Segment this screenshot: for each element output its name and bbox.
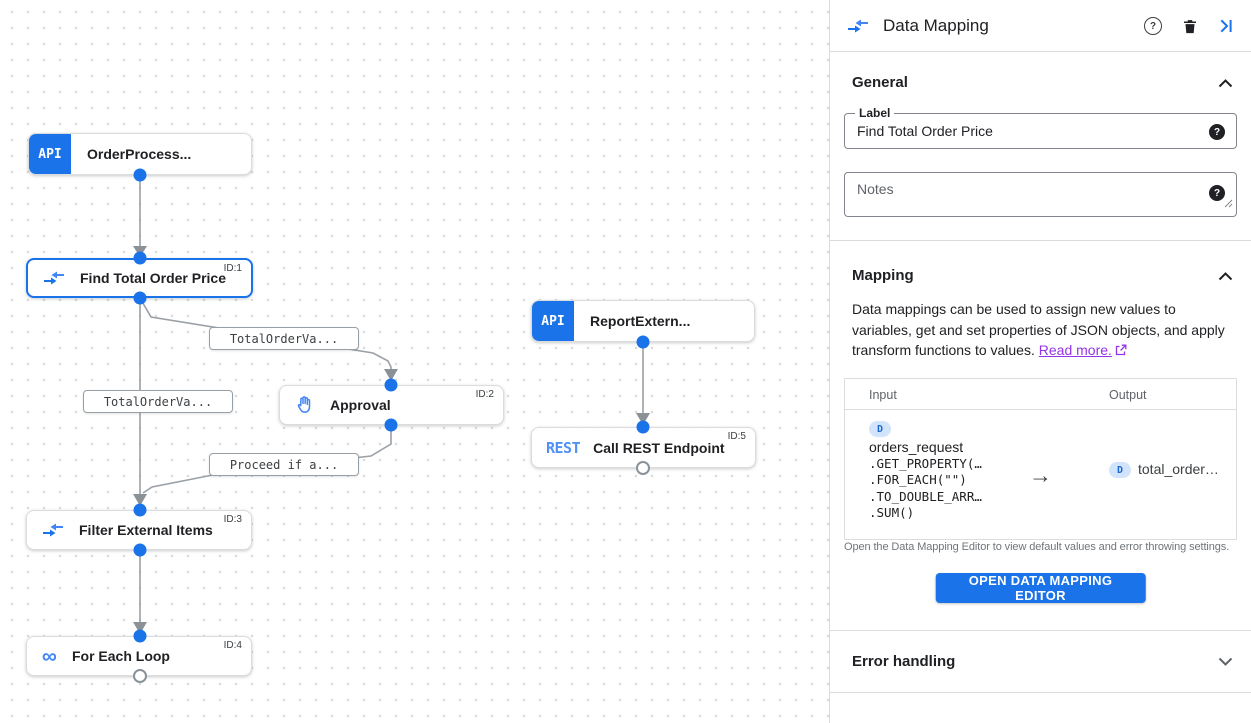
node-label: Approval: [330, 397, 391, 413]
connection-point-open[interactable]: [636, 461, 650, 475]
flow-canvas[interactable]: TotalOrderVa... TotalOrderVa... Proceed …: [0, 0, 829, 723]
node-order-process-trigger[interactable]: API OrderProcess...: [28, 133, 252, 175]
section-title-error-handling[interactable]: Error handling: [852, 653, 956, 670]
node-filter-external-items[interactable]: Filter External Items ID:3: [26, 510, 252, 550]
connection-point-open[interactable]: [133, 669, 147, 683]
node-report-extern-trigger[interactable]: API ReportExtern...: [531, 300, 755, 342]
connection-point[interactable]: [133, 543, 147, 557]
data-mapping-icon: [43, 270, 65, 286]
notes-textarea[interactable]: [845, 173, 1236, 216]
help-icon[interactable]: ?: [1209, 185, 1225, 201]
help-icon[interactable]: ?: [1144, 17, 1162, 35]
data-mapping-icon: [847, 18, 869, 34]
connection-point[interactable]: [133, 168, 147, 182]
connection-point[interactable]: [133, 291, 147, 305]
connection-point[interactable]: [636, 335, 650, 349]
section-divider: [830, 630, 1251, 631]
hand-approval-icon: [295, 395, 315, 415]
mapping-summary-table: Input Output D orders_request .GET_PROPE…: [844, 378, 1237, 540]
node-approval[interactable]: Approval ID:2: [279, 385, 504, 425]
api-trigger-icon: API: [29, 134, 71, 174]
section-divider: [830, 692, 1251, 693]
help-icon[interactable]: ?: [1209, 124, 1225, 140]
node-label: For Each Loop: [71, 648, 170, 664]
node-id-badge: ID:2: [475, 389, 494, 400]
node-label: Find Total Order Price: [80, 270, 226, 286]
api-trigger-icon: API: [532, 301, 574, 341]
mapping-description-text: Data mappings can be used to assign new …: [852, 301, 1225, 358]
node-id-badge: ID:3: [223, 514, 242, 525]
panel-title: Data Mapping: [883, 15, 989, 35]
connection-point[interactable]: [636, 420, 650, 434]
node-id-badge: ID:1: [223, 263, 242, 274]
output-variable-name: total_order…: [1138, 461, 1219, 477]
delete-icon[interactable]: [1181, 17, 1199, 36]
external-link-icon: [1115, 341, 1127, 362]
node-label: Call REST Endpoint: [593, 439, 725, 456]
connection-point[interactable]: [133, 503, 147, 517]
input-column-header: Input: [869, 388, 897, 402]
notes-field-wrapper: ?: [844, 172, 1237, 217]
input-transform-functions: .GET_PROPERTY(… .FOR_EACH("") .TO_DOUBLE…: [869, 456, 982, 520]
panel-header: Data Mapping ?: [830, 0, 1251, 52]
resize-handle-icon[interactable]: [1224, 195, 1233, 213]
connection-point[interactable]: [133, 251, 147, 265]
chevron-up-icon[interactable]: [1218, 272, 1233, 281]
label-input[interactable]: [845, 114, 1236, 148]
mapping-arrow-icon: →: [1029, 462, 1052, 488]
read-more-link[interactable]: Read more.: [1038, 342, 1112, 358]
data-mapping-icon: [42, 522, 64, 538]
label-field-wrapper: Label ?: [844, 106, 1237, 149]
node-id-badge: ID:5: [727, 431, 746, 442]
edge-label-total-order-2[interactable]: TotalOrderVa...: [83, 390, 233, 413]
mapping-description: Data mappings can be used to assign new …: [852, 299, 1234, 362]
data-type-badge: D: [1109, 462, 1131, 478]
node-label: Filter External Items: [79, 522, 213, 538]
data-type-badge: D: [869, 421, 891, 437]
edge-label-total-order-1[interactable]: TotalOrderVa...: [209, 327, 359, 350]
loop-infinity-icon: ∞: [42, 644, 57, 668]
section-title-mapping[interactable]: Mapping: [852, 267, 914, 284]
edge-label-proceed-if[interactable]: Proceed if a...: [209, 453, 359, 476]
node-find-total-order-price[interactable]: Find Total Order Price ID:1: [26, 258, 253, 298]
chevron-down-icon[interactable]: [1218, 657, 1233, 666]
connection-point[interactable]: [384, 378, 398, 392]
connection-point[interactable]: [133, 629, 147, 643]
section-divider: [830, 240, 1251, 241]
chevron-up-icon[interactable]: [1218, 79, 1233, 88]
mapping-table-header: Input Output: [845, 379, 1236, 410]
mapping-table-row: D orders_request .GET_PROPERTY(… .FOR_EA…: [845, 410, 1236, 540]
flow-edges: [133, 175, 650, 634]
config-panel: Data Mapping ? General: [829, 0, 1251, 723]
rest-icon: REST: [546, 438, 581, 457]
mapping-table-caption: Open the Data Mapping Editor to view def…: [844, 541, 1230, 553]
section-title-general[interactable]: General: [852, 74, 908, 91]
node-label: ReportExtern...: [590, 313, 691, 329]
collapse-panel-icon[interactable]: [1218, 18, 1234, 34]
output-column-header: Output: [1109, 388, 1147, 402]
open-data-mapping-editor-button[interactable]: OPEN DATA MAPPING EDITOR: [935, 573, 1146, 603]
node-label: OrderProcess...: [87, 146, 192, 162]
label-field-floating-label: Label: [855, 106, 895, 121]
node-id-badge: ID:4: [223, 640, 242, 651]
input-variable-name: orders_request: [869, 439, 964, 455]
connection-point[interactable]: [384, 418, 398, 432]
